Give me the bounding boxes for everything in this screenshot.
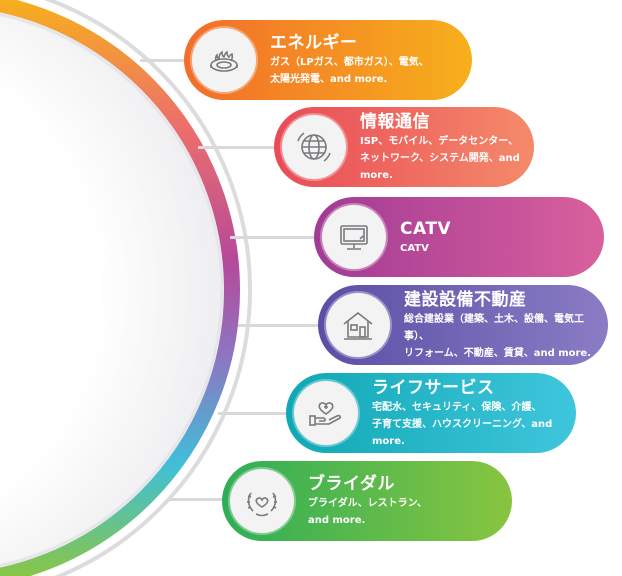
heart-hand-icon [294, 381, 358, 445]
house-icon [326, 293, 390, 357]
category-energy[interactable]: エネルギー ガス（LPガス、都市ガス）、電気、 太陽光発電、and more. [184, 20, 472, 100]
category-desc-line: 子育て支援、ハウスクリーニング、and more. [372, 418, 553, 447]
category-desc-line: and more. [308, 515, 366, 526]
monitor-icon [322, 205, 386, 269]
category-desc-line: 総合建設業（建築、土木、設備、電気工事）、 [404, 313, 584, 342]
connector-life [218, 412, 298, 415]
connector-catv [230, 236, 320, 239]
category-desc-line: CATV [400, 242, 429, 254]
wreath-heart-icon [230, 469, 294, 533]
category-telecom[interactable]: 情報通信 ISP、モバイル、データセンター、 ネットワーク、システム開発、and… [274, 107, 534, 187]
category-realestate[interactable]: 建設設備不動産 総合建設業（建築、土木、設備、電気工事）、 リフォーム、不動産、… [318, 285, 608, 365]
connector-realestate [238, 324, 328, 327]
category-desc-line: ブライダル、レストラン、 [308, 498, 427, 509]
category-desc-line: ガス（LPガス、都市ガス）、電気、 [270, 57, 429, 68]
category-title: ブライダル [308, 474, 395, 494]
connector-telecom [198, 146, 288, 149]
category-title: ライフサービス [372, 377, 495, 398]
category-title: エネルギー [270, 33, 358, 53]
category-title: 建設設備不動産 [404, 289, 527, 310]
category-desc-line: ISP、モバイル、データセンター、 [360, 135, 519, 147]
category-desc-line: ネットワーク、システム開発、and more. [360, 152, 520, 181]
category-desc-line: 宅配水、セキュリティ、保険、介護、 [372, 401, 542, 413]
connector-energy [140, 59, 200, 62]
category-title: 情報通信 [360, 111, 430, 132]
category-catv[interactable]: CATV CATV [314, 197, 604, 277]
category-life[interactable]: ライフサービス 宅配水、セキュリティ、保険、介護、 子育て支援、ハウスクリーニン… [286, 373, 576, 453]
category-bridal[interactable]: ブライダル ブライダル、レストラン、 and more. [222, 461, 512, 541]
globe-network-icon [282, 115, 346, 179]
connector-bridal [170, 498, 230, 501]
category-desc-line: 太陽光発電、and more. [270, 74, 388, 85]
category-title: CATV [400, 218, 452, 239]
category-desc-line: リフォーム、不動産、賃貸、and more. [404, 347, 592, 359]
gas-burner-icon [192, 28, 256, 92]
